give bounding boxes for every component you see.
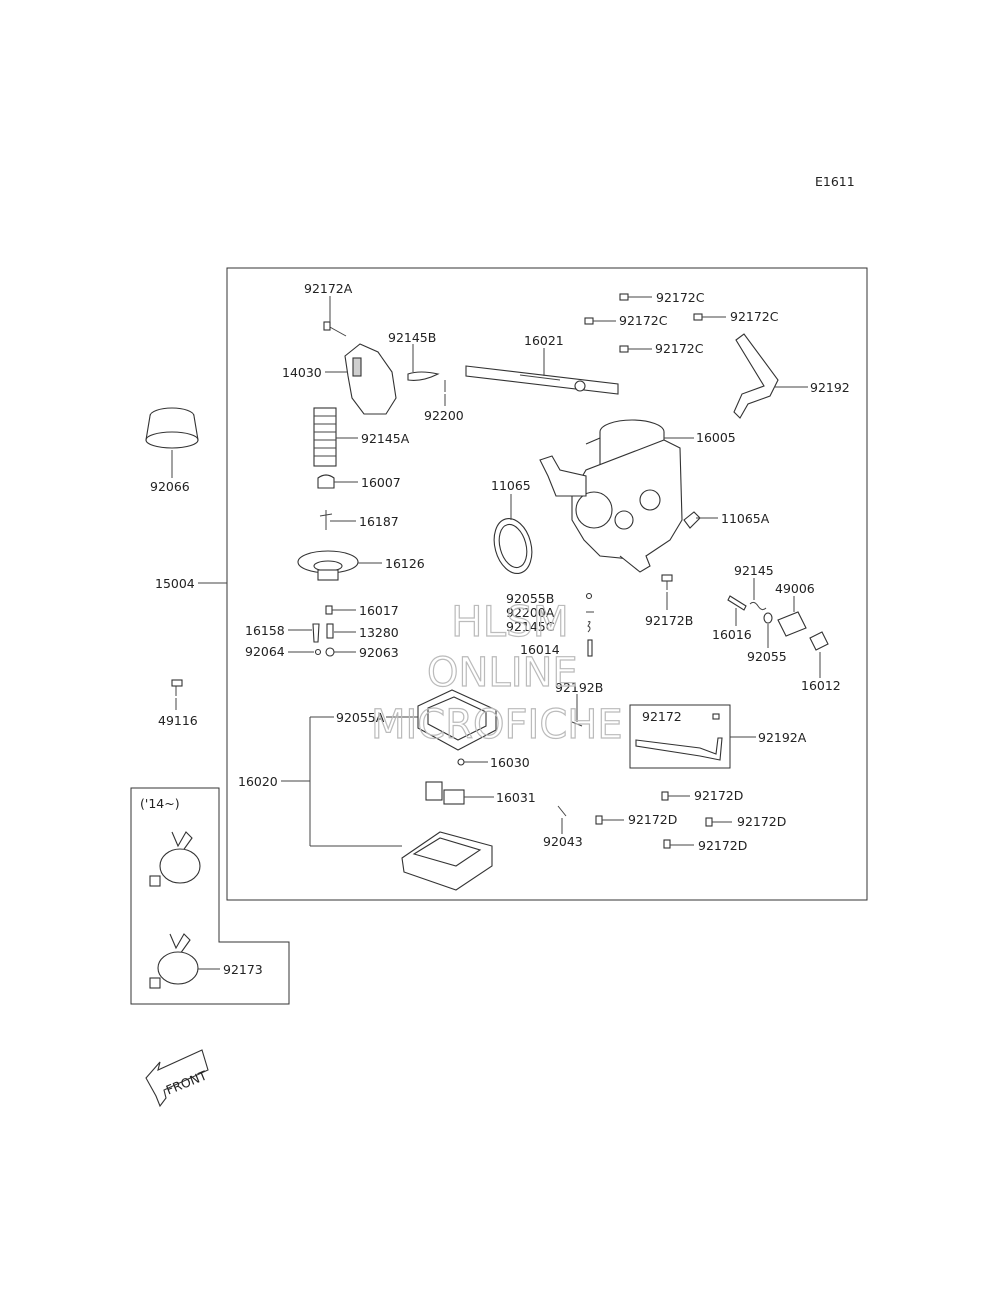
part-labels: 92172A 92145B 14030 92200 16021 92172C 9… — [150, 281, 850, 977]
label-92172B[interactable]: 92172B — [645, 613, 693, 628]
clamp-92173-drawing — [149, 831, 201, 989]
label-92063[interactable]: 92063 — [359, 645, 399, 660]
label-92173[interactable]: 92173 — [223, 962, 263, 977]
carburetor-16005-drawing — [539, 419, 701, 573]
watermark-line-1: HLSM — [451, 597, 569, 646]
clip-92145B-drawing — [407, 371, 440, 381]
screws-92172C-drawing — [584, 293, 726, 353]
label-49006[interactable]: 49006 — [775, 581, 815, 596]
cap-92066-drawing — [145, 407, 199, 449]
label-16017[interactable]: 16017 — [359, 603, 399, 618]
label-16158[interactable]: 16158 — [245, 623, 285, 638]
gasket-inner-drawing — [427, 696, 487, 741]
label-92200[interactable]: 92200 — [424, 408, 464, 423]
part-16030-drawing — [457, 758, 465, 766]
label-16126[interactable]: 16126 — [385, 556, 425, 571]
front-arrow-icon: FRONT — [145, 1049, 209, 1108]
spring-92145A-drawing — [313, 407, 337, 467]
label-16021[interactable]: 16021 — [524, 333, 564, 348]
label-11065A[interactable]: 11065A — [721, 511, 770, 526]
label-16014[interactable]: 16014 — [520, 642, 560, 657]
label-92172[interactable]: 92172 — [642, 709, 682, 724]
label-92064[interactable]: 92064 — [245, 644, 285, 659]
watermark-line-3: MICROFICHE — [371, 702, 623, 748]
label-92192[interactable]: 92192 — [810, 380, 850, 395]
label-16031[interactable]: 16031 — [496, 790, 536, 805]
label-92192A[interactable]: 92192A — [758, 730, 807, 745]
cover-14030-drawing — [344, 343, 397, 415]
label-92172A[interactable]: 92172A — [304, 281, 353, 296]
label-92172D-4[interactable]: 92172D — [698, 838, 747, 853]
label-92055[interactable]: 92055 — [747, 649, 787, 664]
pilot-screw-parts-drawing — [727, 595, 829, 651]
tube-92192B-drawing — [571, 721, 583, 727]
part-92043-drawing — [557, 805, 567, 817]
label-92145C[interactable]: 92145C — [506, 619, 555, 634]
label-13280[interactable]: 13280 — [359, 625, 399, 640]
diaphragm-16126-drawing — [297, 550, 359, 581]
jets-drawing — [312, 605, 335, 657]
screw-92172A-drawing — [323, 321, 347, 337]
drawing-code: E1611 — [815, 174, 855, 189]
sub-box-frame — [130, 787, 290, 1005]
hose-92192A-drawing — [635, 737, 723, 761]
watermark-line-2: ONLINE — [427, 650, 578, 696]
label-92172D-1[interactable]: 92172D — [694, 788, 743, 803]
label-92172C-4[interactable]: 92172C — [655, 341, 704, 356]
screws-92172D-drawing — [595, 791, 732, 849]
main-assembly-frame — [226, 267, 868, 901]
label-16187[interactable]: 16187 — [359, 514, 399, 529]
label-92055B[interactable]: 92055B — [506, 591, 554, 606]
label-92043[interactable]: 92043 — [543, 834, 583, 849]
clamp-92172-drawing — [712, 713, 720, 720]
label-15004[interactable]: 15004 — [155, 576, 195, 591]
ring-11065-drawing — [493, 518, 533, 574]
label-92172C-1[interactable]: 92172C — [656, 290, 705, 305]
label-16020[interactable]: 16020 — [238, 774, 278, 789]
float-pin-parts-drawing — [585, 592, 594, 657]
holder-16007-drawing — [317, 474, 335, 489]
label-11065[interactable]: 11065 — [491, 478, 531, 493]
label-92055A[interactable]: 92055A — [336, 710, 385, 725]
leader-lines — [171, 296, 821, 970]
label-92145[interactable]: 92145 — [734, 563, 774, 578]
label-92172C-3[interactable]: 92172C — [730, 309, 779, 324]
hose-92192-drawing — [733, 333, 779, 419]
label-92192B[interactable]: 92192B — [555, 680, 603, 695]
part-49116-drawing — [171, 679, 183, 696]
label-92172D-2[interactable]: 92172D — [628, 812, 677, 827]
label-92066[interactable]: 92066 — [150, 479, 190, 494]
sub-box-label: ('14~) — [140, 796, 180, 811]
label-14030[interactable]: 14030 — [282, 365, 322, 380]
label-16012[interactable]: 16012 — [801, 678, 841, 693]
label-92172C-2[interactable]: 92172C — [619, 313, 668, 328]
float-bowl-16020-drawing — [401, 831, 493, 891]
needle-16187-drawing — [319, 510, 333, 530]
label-92145B[interactable]: 92145B — [388, 330, 436, 345]
label-49116[interactable]: 49116 — [158, 713, 198, 728]
screw-92172B-drawing — [661, 574, 673, 590]
float-16031-drawing — [425, 781, 465, 805]
label-16016[interactable]: 16016 — [712, 627, 752, 642]
label-92200A[interactable]: 92200A — [506, 605, 555, 620]
watermark: HLSM ONLINE MICROFICHE — [370, 596, 623, 748]
label-16030[interactable]: 16030 — [490, 755, 530, 770]
label-92172D-3[interactable]: 92172D — [737, 814, 786, 829]
label-16007[interactable]: 16007 — [361, 475, 401, 490]
label-92145A[interactable]: 92145A — [361, 431, 410, 446]
label-16005[interactable]: 16005 — [696, 430, 736, 445]
bracket-16021-drawing — [465, 365, 619, 395]
